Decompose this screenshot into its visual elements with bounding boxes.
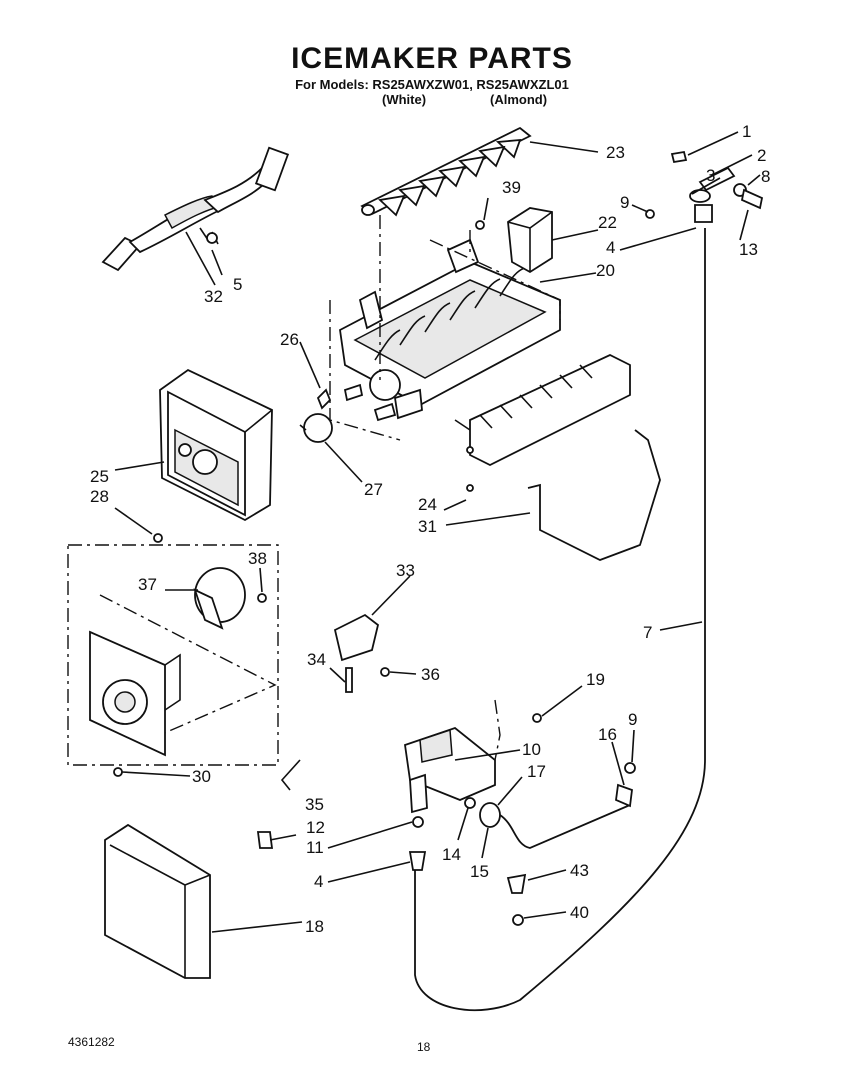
- callout-38: 38: [248, 549, 267, 568]
- part-22-stripper: [507, 207, 553, 274]
- guide-line: [429, 239, 561, 320]
- doc-number: 4361282: [68, 1035, 115, 1049]
- callout-11: 11: [306, 838, 324, 857]
- callout-20: 20: [596, 261, 615, 280]
- part-33-bracket: [333, 613, 390, 693]
- part-18-cover: [104, 823, 211, 979]
- callout-37: 37: [138, 575, 157, 594]
- callout-22: 22: [598, 213, 617, 232]
- leader-lines: [114, 131, 761, 933]
- part-16-clip: [615, 783, 633, 808]
- part-14-washer: [464, 797, 476, 809]
- part-28-screw: [153, 533, 163, 543]
- callout-7: 7: [643, 623, 652, 642]
- models-line: For Models: RS25AWXZW01, RS25AWXZL01: [295, 77, 569, 92]
- callout-9a: 9: [620, 193, 629, 212]
- callout-3: 3: [706, 166, 715, 185]
- part-12-nut: [256, 831, 274, 849]
- part-10-water-valve: [404, 699, 501, 814]
- callout-9b: 9: [628, 710, 637, 729]
- callout-17: 17: [527, 762, 546, 781]
- callout-16: 16: [598, 725, 617, 744]
- callout-33: 33: [396, 561, 415, 580]
- part-35-kit-box: [67, 544, 279, 766]
- color-white-label: (White): [382, 92, 427, 107]
- callout-28: 28: [90, 487, 109, 506]
- part-7-water-tube: [414, 228, 706, 1012]
- part-19-screw: [532, 713, 542, 723]
- callout-36: 36: [421, 665, 440, 684]
- callout-1: 1: [742, 122, 751, 141]
- part-31-shutoff-arm: [527, 429, 661, 561]
- callout-24: 24: [418, 495, 437, 514]
- callout-5: 5: [233, 275, 242, 294]
- callout-18: 18: [305, 917, 324, 936]
- callout-25: 25: [90, 467, 109, 486]
- callout-2: 2: [757, 146, 766, 165]
- callout-34: 34: [307, 650, 326, 669]
- part-26-clip: [316, 388, 332, 410]
- callout-4b: 4: [314, 872, 323, 891]
- part-27-thermostat: [299, 413, 333, 443]
- part-17-tube: [499, 804, 631, 849]
- callout-12: 12: [306, 818, 325, 837]
- callout-19: 19: [586, 670, 605, 689]
- part-23-ejector: [360, 126, 532, 217]
- callout-35: 35: [305, 795, 324, 814]
- callout-40: 40: [570, 903, 589, 922]
- callout-31: 31: [418, 517, 437, 536]
- part-9-screw: [624, 762, 636, 774]
- callout-10: 10: [522, 740, 541, 759]
- callout-43: 43: [570, 861, 589, 880]
- callout-32: 32: [204, 287, 223, 306]
- guide-line: [99, 594, 277, 736]
- page-title: ICEMAKER PARTS: [291, 42, 573, 75]
- part-25-housing: [159, 368, 273, 522]
- part-37-motor: [193, 567, 267, 630]
- part-35-control-plate: [89, 630, 181, 777]
- part-24-rail: [454, 354, 631, 492]
- part-4-fitting: [408, 851, 427, 871]
- callout-30: 30: [192, 767, 211, 786]
- part-43-bushing: [506, 873, 527, 894]
- part-40-nut: [512, 914, 524, 926]
- part-15-nut: [479, 802, 501, 828]
- callout-23: 23: [606, 143, 625, 162]
- callout-27: 27: [364, 480, 383, 499]
- part-20-mold: [339, 238, 561, 422]
- callout-13: 13: [739, 240, 758, 259]
- callout-4a: 4: [606, 238, 615, 257]
- callout-26: 26: [280, 330, 299, 349]
- callout-8: 8: [761, 167, 770, 186]
- page-number: 18: [417, 1040, 431, 1054]
- callout-15: 15: [470, 862, 489, 881]
- color-almond-label: (Almond): [490, 92, 548, 107]
- part-11-washer: [412, 816, 424, 828]
- part-32-wire-harness: [101, 146, 290, 272]
- callout-39: 39: [502, 178, 521, 197]
- callout-14: 14: [442, 845, 461, 864]
